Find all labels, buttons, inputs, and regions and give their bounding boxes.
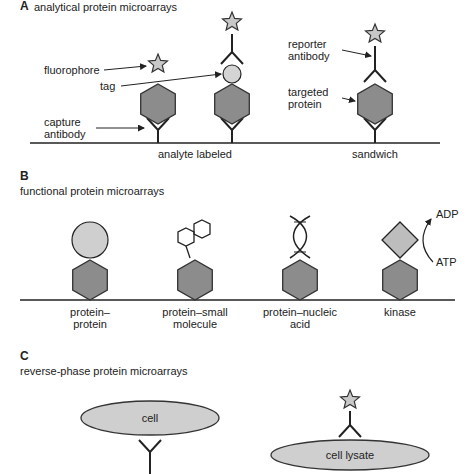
text-label: fluorophore [44,64,100,76]
kinase-substrate [382,222,418,258]
leader-arrow [342,50,371,56]
text-label: sandwich [325,148,425,160]
panel-letter: A [20,0,29,12]
ellipse-node: cell [80,400,220,436]
antibody [339,425,361,437]
text-label: analyte labeled [145,148,245,160]
leader-arrow [121,74,221,86]
antibody [157,130,159,143]
protein-hexagon [178,260,213,300]
protein-hexagon [141,84,176,124]
fluorophore-star [366,24,385,42]
leader-arrow [96,128,144,129]
nucleic-acid [290,216,307,258]
tag-circle [223,65,241,83]
fluorophore-star [341,390,360,408]
antibody [221,52,243,64]
antibody [374,46,376,70]
nucleic-acid [294,252,306,253]
antibody [349,411,351,425]
text-label: protein–small molecule [155,306,235,330]
array-surface [30,142,440,144]
nucleic-acid [294,222,306,223]
panel-letter: B [20,170,29,182]
ellipse-outline [81,401,219,435]
antibody [231,34,233,52]
text-label: functional protein microarrays [20,185,164,197]
protein-hexagon [215,84,250,124]
fluorophore-star [223,12,242,30]
antibody [231,130,233,143]
node-label: cell lysate [270,449,430,461]
ellipse-outline [271,440,429,470]
reaction-arrow [423,219,433,262]
text-label: capture antibody [44,116,96,140]
leader-arrow [104,66,146,70]
antibody [364,70,386,82]
protein-hexagon [383,260,418,300]
small-molecule [178,228,194,246]
text-label: reporter antibody [288,38,344,62]
nucleic-acid [294,216,311,258]
text-label: ADP [436,208,459,220]
protein-hexagon [358,84,393,124]
partner-protein [72,222,108,258]
text-label: protein–nucleic acid [262,306,338,330]
small-molecule [186,246,190,258]
text-label: kinase [370,306,430,318]
fluorophore-star [149,54,168,72]
antibody [149,452,151,474]
node-label: cell [80,412,220,424]
antibody [374,130,376,143]
text-label: targeted protein [288,86,344,110]
text-label: tag [100,80,115,92]
leader-arrow [342,98,355,101]
protein-hexagon [73,260,108,300]
array-surface [20,299,455,301]
text-label: reverse-phase protein microarrays [20,365,188,377]
text-label: analytical protein microarrays [34,1,177,13]
small-molecule [194,220,210,238]
ellipse-node: cell lysate [270,439,430,471]
protein-hexagon [283,260,318,300]
text-label: ATP [436,256,457,268]
panel-letter: C [20,350,29,362]
text-label: protein–protein [55,306,125,330]
antibody [139,440,161,452]
